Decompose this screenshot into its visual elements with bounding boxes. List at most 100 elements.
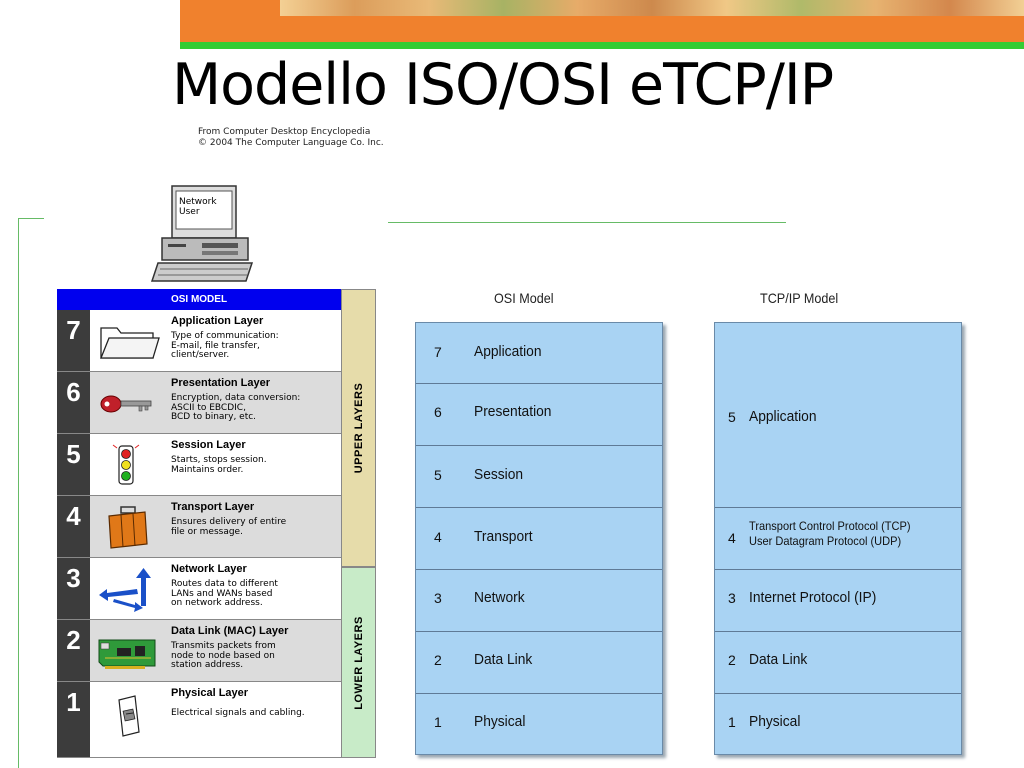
cell-label: Data Link (474, 651, 533, 668)
frame-line (18, 218, 19, 768)
cell-label-line: User Datagram Protocol (UDP) (749, 534, 902, 548)
layer-name: Presentation Layer (171, 377, 271, 389)
cell-number: 2 (434, 652, 442, 668)
computer-label-line: Network (179, 197, 217, 207)
osi-stack-cell: 7 Application (416, 323, 662, 383)
osi-layer-1: 1 Physical Layer Electrical signals and … (57, 682, 341, 758)
desc-line: Electrical signals and cabling. (171, 708, 305, 718)
desc-line: Ensures delivery of entire (171, 517, 287, 527)
wall-jack-icon (118, 695, 140, 737)
layer-number: 2 (57, 620, 90, 681)
desc-line: LANs and WANs based (171, 588, 273, 599)
desc-line: client/server. (171, 350, 230, 360)
desc-line: file or message. (171, 526, 243, 537)
layer-number: 6 (57, 372, 90, 433)
layer-description: Transmits packets from node to node base… (171, 641, 337, 671)
tcpip-model-stack: 5 Application 4 Transport Control Protoc… (714, 322, 962, 755)
cell-label-line: Transport Control Protocol (TCP) (749, 519, 911, 533)
cell-number: 1 (434, 714, 442, 730)
osi-stack-cell: 5 Session (416, 445, 662, 507)
folder-icon (100, 327, 160, 359)
desc-line: station address. (171, 660, 244, 670)
cell-label: Transport (474, 528, 533, 545)
layer-name: Physical Layer (171, 687, 249, 699)
layer-number: 3 (57, 558, 90, 619)
desc-line: Routes data to different (171, 579, 278, 589)
layer-description: Routes data to different LANs and WANs b… (171, 579, 337, 609)
tcp-stack-cell: 5 Application (715, 323, 961, 507)
key-icon (100, 395, 152, 413)
traffic-light-icon (112, 444, 140, 485)
cell-label: Transport Control Protocol (TCP) User Da… (749, 519, 911, 549)
layer-description: Starts, stops session. Maintains order. (171, 455, 337, 475)
source-credit: From Computer Desktop Encyclopedia © 200… (198, 127, 384, 149)
layer-name: Transport Layer (171, 501, 255, 513)
osi-stack-cell: 6 Presentation (416, 383, 662, 445)
header-green-line (180, 42, 1024, 49)
lower-layers-band: LOWER LAYERS (341, 567, 376, 758)
tcp-stack-cell: 3 Internet Protocol (IP) (715, 569, 961, 631)
network-card-icon (98, 639, 156, 669)
cell-label: Session (474, 466, 524, 483)
frame-line (18, 218, 44, 219)
desc-line: Starts, stops session. (171, 455, 267, 465)
layer-number: 4 (57, 496, 90, 557)
layer-description: Electrical signals and cabling. (171, 708, 337, 719)
layer-number: 5 (57, 434, 90, 495)
osi-stack-cell: 1 Physical (416, 693, 662, 755)
cell-label: Presentation (474, 403, 552, 420)
cell-number: 3 (434, 590, 442, 606)
tcp-stack-cell: 4 Transport Control Protocol (TCP) User … (715, 507, 961, 569)
cell-label: Physical (474, 713, 526, 730)
desc-line: node to node based on (171, 650, 275, 661)
desc-line: Encryption, data conversion: (171, 393, 301, 403)
layer-name: Network Layer (171, 563, 247, 575)
osi-stack-cell: 3 Network (416, 569, 662, 631)
tcp-stack-cell: 1 Physical (715, 693, 961, 755)
osi-layer-6: 6 Presentation Layer Encryption, data co… (57, 372, 341, 434)
osi-model-header: OSI MODEL (57, 289, 341, 310)
cell-label: Internet Protocol (IP) (749, 589, 877, 606)
osi-stack-cell: 4 Transport (416, 507, 662, 569)
desc-line: E-mail, file transfer, (171, 340, 260, 351)
osi-model-stack: 7 Application 6 Presentation 5 Session 4… (415, 322, 663, 755)
layer-number: 1 (57, 682, 90, 757)
desc-line: Maintains order. (171, 464, 244, 475)
osi-layer-4: 4 Transport Layer Ensures delivery of en… (57, 496, 341, 558)
osi-layer-5: 5 Session Layer Starts, stops session. M… (57, 434, 341, 496)
cell-number: 4 (434, 529, 442, 545)
suitcase-icon (108, 506, 148, 549)
cell-label: Network (474, 589, 525, 606)
upper-layers-label: UPPER LAYERS (352, 382, 365, 474)
cell-number: 1 (728, 714, 736, 730)
cell-number: 2 (728, 652, 736, 668)
credit-line: From Computer Desktop Encyclopedia (198, 127, 371, 137)
cell-number: 4 (728, 530, 736, 546)
routing-arrows-icon (99, 568, 151, 612)
desc-line: on network address. (171, 598, 263, 608)
osi-layer-7: 7 Application Layer Type of communicatio… (57, 310, 341, 372)
layer-description: Encryption, data conversion: ASCII to EB… (171, 393, 337, 423)
layer-description: Ensures delivery of entire file or messa… (171, 517, 337, 537)
osi-layer-2: 2 Data Link (MAC) Layer Transmits packet… (57, 620, 341, 682)
cell-number: 6 (434, 404, 442, 420)
slide-title: Modello ISO/OSI eTCP/IP (172, 52, 834, 118)
tcp-stack-cell: 2 Data Link (715, 631, 961, 693)
header-texture-strip (280, 0, 1024, 16)
cell-number: 3 (728, 590, 736, 606)
cell-label: Application (474, 343, 542, 360)
layer-name: Data Link (MAC) Layer (171, 625, 289, 637)
tcp-stack-title: TCP/IP Model (760, 290, 839, 306)
desc-line: ASCII to EBCDIC, (171, 402, 246, 413)
frame-line (388, 222, 786, 223)
cell-label: Application (749, 408, 817, 425)
desc-line: Transmits packets from (171, 641, 276, 651)
computer-label-line: User (179, 207, 200, 217)
osi-layer-3: 3 Network Layer Routes data to different… (57, 558, 341, 620)
cell-label: Data Link (749, 651, 808, 668)
layer-name: Session Layer (171, 439, 246, 451)
osi-stack-cell: 2 Data Link (416, 631, 662, 693)
lower-layers-label: LOWER LAYERS (352, 615, 365, 710)
layer-number: 7 (57, 310, 90, 371)
desc-line: Type of communication: (171, 331, 279, 341)
